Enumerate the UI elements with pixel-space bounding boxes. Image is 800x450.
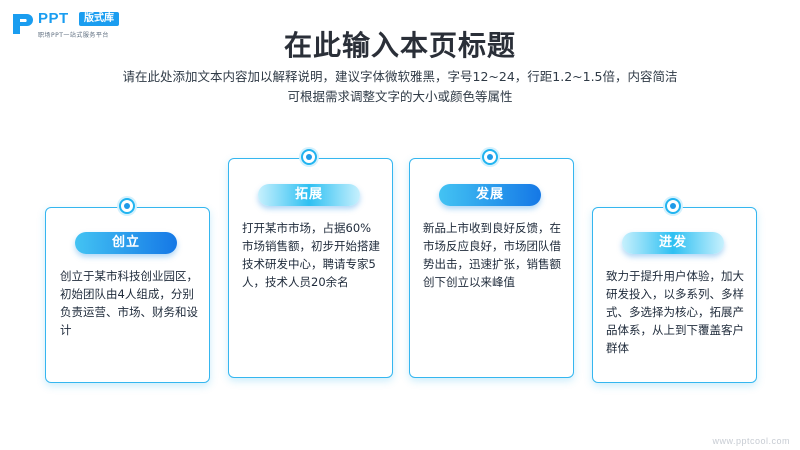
- card-label-2: 拓展: [258, 184, 360, 206]
- timeline-dot-icon: [119, 198, 135, 214]
- timeline-dot-icon: [301, 149, 317, 165]
- timeline-dot-icon: [482, 149, 498, 165]
- brand-logo: PPT 版式库 职场PPT一站式服务平台: [10, 9, 150, 41]
- card-label-1: 创立: [75, 232, 177, 254]
- subtitle-line-1: 请在此处添加文本内容加以解释说明，建议字体微软雅黑，字号12~24，行距1.2~…: [122, 69, 678, 84]
- logo-tagline: 职场PPT一站式服务平台: [38, 32, 109, 39]
- logo-brand-text: PPT: [38, 10, 69, 27]
- card-label-4: 进发: [622, 232, 724, 254]
- card-text-1: 创立于某市科技创业园区，初始团队由4人组成，分别负责运营、市场、财务和设计: [60, 269, 198, 337]
- card-text-4: 致力于提升用户体验，加大研发投入，以多系列、多样式、多选择为核心，拓展产品体系，…: [606, 269, 744, 355]
- ppt-logo-icon: [13, 14, 33, 34]
- page-title: 在此输入本页标题: [283, 29, 516, 62]
- subtitle-line-2: 可根据需求调整文字的大小或颜色等属性: [287, 89, 513, 104]
- card-label-3: 发展: [439, 184, 541, 206]
- card-text-2: 打开某市市场，占据60%市场销售额，初步开始搭建技术研发中心，聘请专家5人，技术…: [242, 221, 380, 289]
- card-text-3: 新品上市收到良好反馈，在市场反应良好，市场团队借势出击，迅速扩张，销售额创下创立…: [423, 221, 561, 289]
- logo-badge: 版式库: [79, 12, 119, 26]
- timeline-dot-icon: [665, 198, 681, 214]
- watermark: www.pptcool.com: [712, 436, 790, 446]
